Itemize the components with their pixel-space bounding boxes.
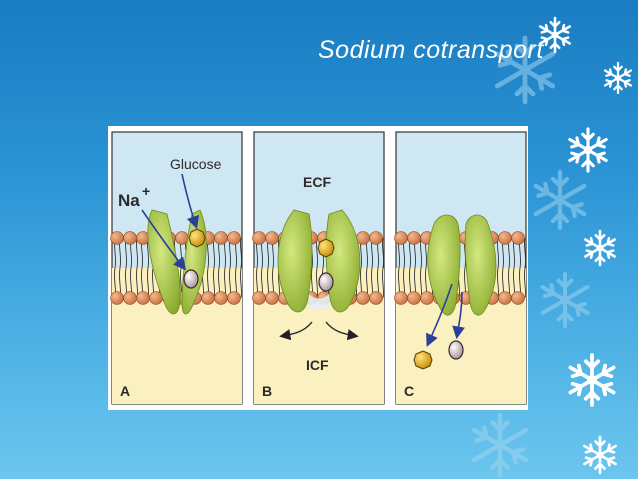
snowflake-icon — [474, 415, 526, 475]
snowflake-icon — [539, 16, 571, 54]
snowflake-icon — [583, 435, 617, 475]
sodium-ion — [183, 269, 199, 289]
icf-label: ICF — [306, 357, 329, 373]
sodium-ion — [448, 340, 464, 360]
ecf-label: ECF — [303, 174, 331, 190]
panel-letter: A — [120, 383, 130, 399]
panel-letter: C — [404, 383, 414, 399]
sodium-ion — [318, 272, 334, 292]
cotransport-figure: Glucose Na + A ECF — [108, 126, 528, 410]
slide-title: Sodium cotransport — [318, 36, 544, 64]
sodium-arrow — [141, 209, 186, 271]
conformation-arrow-left — [279, 321, 313, 341]
snowflake-icon — [603, 61, 633, 95]
glucose-label: Glucose — [170, 156, 222, 172]
transporter-right-half — [464, 214, 497, 316]
snowflake-icon — [536, 172, 584, 228]
sodium-exit-arrow — [452, 291, 465, 340]
glucose-molecule — [317, 238, 335, 258]
transporter-left-half — [277, 209, 313, 313]
panel-b: ECF ICF B — [252, 131, 385, 405]
sodium-label: Na — [118, 191, 140, 210]
snowflake-icon — [540, 272, 590, 328]
snowflake-icon — [584, 229, 616, 267]
glucose-exit-arrow — [426, 283, 453, 347]
panel-letter: B — [262, 383, 272, 399]
conformation-arrow-right — [325, 321, 359, 341]
sodium-charge: + — [142, 183, 150, 199]
glucose-molecule — [188, 228, 206, 248]
transporter-left-half — [427, 214, 461, 316]
glucose-molecule — [413, 350, 433, 370]
pore-opening — [302, 282, 336, 311]
glucose-arrow — [181, 173, 200, 230]
panel-a: Glucose Na + A — [110, 131, 243, 405]
panel-c: C — [394, 131, 527, 405]
transporter-left-half — [147, 209, 181, 315]
snowflake-icon — [568, 353, 616, 407]
lipid-bilayer — [252, 231, 385, 305]
snowflake-icon — [568, 127, 608, 173]
